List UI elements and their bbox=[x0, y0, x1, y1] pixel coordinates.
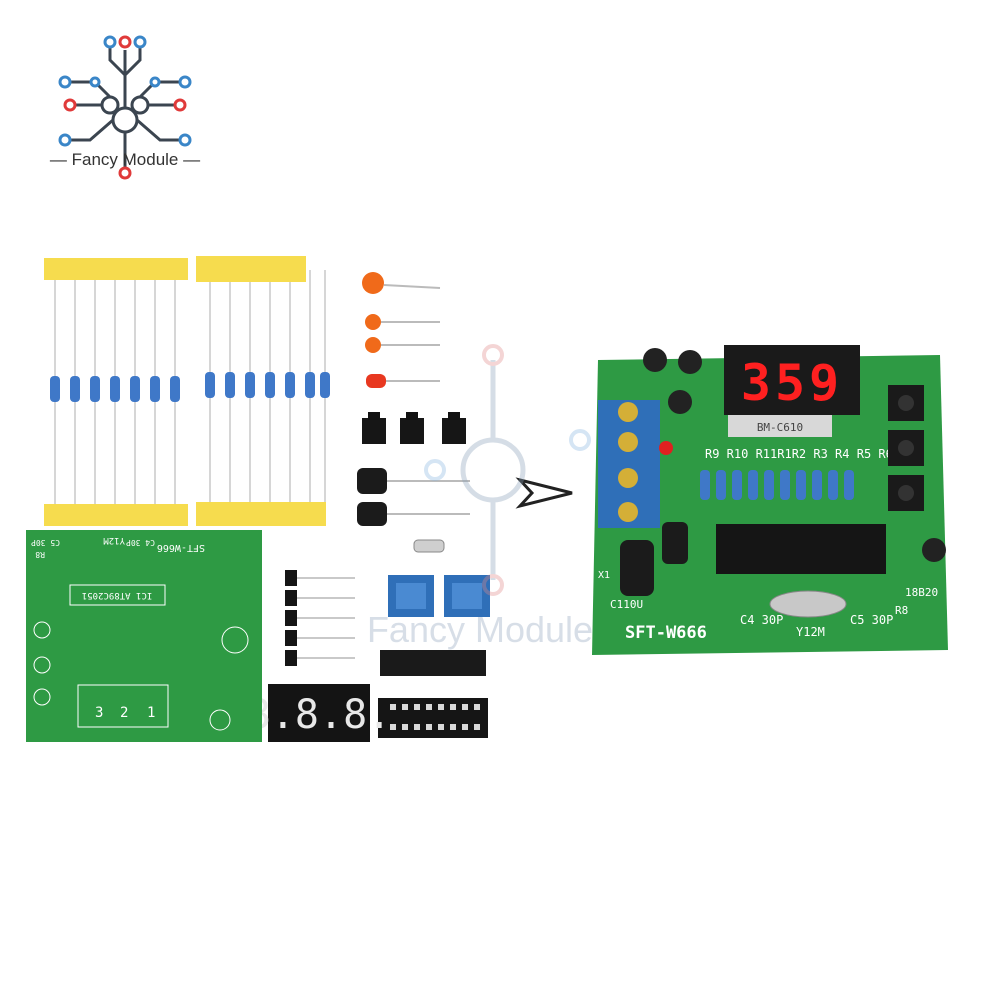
bare-pcb-crystal-label: Y12M bbox=[103, 535, 125, 545]
pin-headers bbox=[285, 570, 355, 666]
small-parts bbox=[357, 272, 470, 553]
bare-digit-2: 2 bbox=[120, 705, 128, 721]
watermark-text: Fancy Module bbox=[367, 609, 593, 650]
cap-c5-label: C5 30P bbox=[850, 613, 893, 627]
resistor-strip-left bbox=[44, 258, 188, 526]
bare-pcb-r8: R8 bbox=[35, 550, 45, 559]
loose-display-digits: 8.8.8. bbox=[247, 692, 392, 738]
crystal-label: Y12M bbox=[796, 625, 825, 639]
bare-pcb-c5: C5 30P bbox=[31, 538, 60, 547]
loose-display: 8.8.8. bbox=[247, 684, 392, 742]
brand-name-text: Fancy Module bbox=[71, 150, 179, 169]
brand-logo bbox=[58, 35, 192, 180]
watermark-logo bbox=[424, 344, 591, 596]
r8-label: R8 bbox=[895, 604, 908, 617]
bare-digit-1: 3 bbox=[95, 705, 103, 721]
resistor-strip-right bbox=[196, 256, 330, 526]
bare-pcb-model: SFT-W666 bbox=[157, 542, 205, 553]
display-reading: 359 bbox=[741, 354, 843, 412]
cap-c1-label: C110U bbox=[610, 598, 643, 611]
x1-label: X1 bbox=[598, 570, 610, 581]
assembled-model: SFT-W666 bbox=[625, 623, 707, 643]
bare-pcb-c4: C4 30P bbox=[126, 538, 155, 547]
sensor-label: 18B20 bbox=[905, 586, 938, 599]
resistor-labels: R9 R10 R11R1R2 R3 R4 R5 R6 R7 bbox=[705, 447, 915, 461]
screw-terminals bbox=[388, 575, 490, 617]
brand-name: — Fancy Module — bbox=[49, 150, 201, 169]
cap-c4-label: C4 30P bbox=[740, 613, 783, 627]
assembled-pcb: 359 BM-C610 R9 R10 R11R1R2 R3 R4 R5 R6 R… bbox=[592, 345, 948, 655]
bare-pcb-chip-label: IC1 AT89C2051 bbox=[82, 590, 152, 600]
display-part-label: BM-C610 bbox=[757, 421, 803, 434]
bare-pcb: SFT-W666 IC1 AT89C2051 3 2 1 Y12M C4 30P… bbox=[26, 530, 262, 742]
ic-chip-loose bbox=[378, 650, 488, 738]
bare-digit-3: 1 bbox=[147, 705, 155, 721]
arrow-icon bbox=[515, 477, 573, 509]
